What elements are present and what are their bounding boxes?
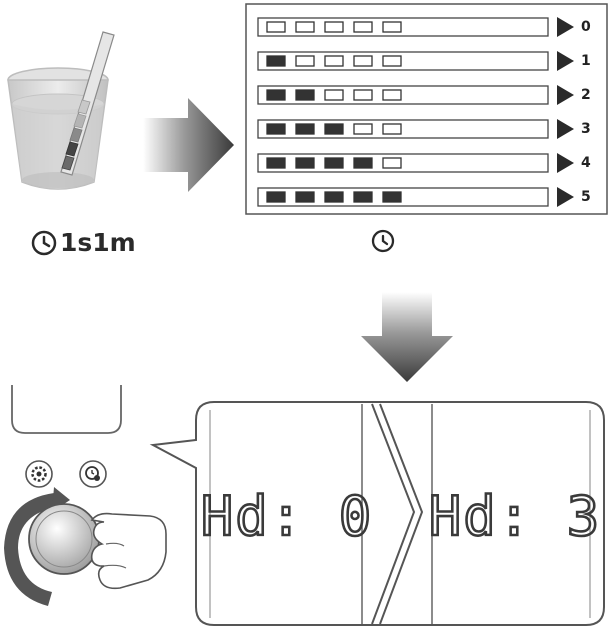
indicator-square-empty [382, 123, 402, 135]
chart-row-3 [257, 119, 574, 139]
indicator-square-empty [324, 55, 344, 67]
indicator-square-empty [353, 123, 373, 135]
arrow-right-icon [143, 98, 234, 192]
indicator-square-empty [382, 89, 402, 101]
indicator-square-empty [353, 21, 373, 33]
chart-row-2 [257, 85, 574, 105]
indicator-square-empty [324, 89, 344, 101]
indicator-square-filled [295, 89, 315, 101]
level-label: 3 [581, 121, 591, 137]
indicator-square-filled [353, 157, 373, 169]
wait-time-label: 1s1m [60, 228, 136, 257]
timer-icon[interactable] [79, 460, 107, 488]
level-label: 2 [581, 87, 591, 103]
indicator-square-empty [353, 89, 373, 101]
indicator-square-filled [295, 123, 315, 135]
test-strip-icon [60, 31, 115, 176]
level-label: 4 [581, 155, 591, 171]
indicator-square-empty [382, 21, 402, 33]
indicator-square-empty [353, 55, 373, 67]
indicator-square-empty [382, 157, 402, 169]
lcd-before: Hd: 0 [201, 485, 374, 548]
indicator-square-empty [324, 21, 344, 33]
indicator-square-filled [324, 157, 344, 169]
indicator-square-filled [324, 123, 344, 135]
level-pointer-icon [557, 153, 574, 173]
level-pointer-icon [557, 17, 574, 37]
indicator-square-filled [324, 191, 344, 203]
chevron-right-icon [371, 403, 424, 625]
indicator-square-empty [266, 21, 286, 33]
dial-knob[interactable] [28, 503, 100, 575]
indicator-square-filled [266, 55, 286, 67]
indicator-square-filled [266, 89, 286, 101]
indicator-square-filled [295, 157, 315, 169]
indicator-square-filled [266, 123, 286, 135]
chart-row-5 [257, 187, 574, 207]
level-label: 0 [581, 19, 591, 35]
chart-row-0 [257, 17, 574, 37]
hand-icon [90, 512, 167, 590]
lcd-after: Hd: 3 [429, 485, 602, 548]
indicator-square-empty [295, 55, 315, 67]
hardness-chart [245, 3, 608, 215]
level-pointer-icon [557, 51, 574, 71]
indicator-square-filled [266, 191, 286, 203]
level-label: 5 [581, 189, 591, 205]
gear-icon[interactable] [25, 460, 53, 488]
indicator-square-filled [295, 191, 315, 203]
arrow-down-icon [361, 292, 453, 382]
test-glass-icon [7, 31, 115, 190]
clock-icon [31, 230, 57, 256]
level-pointer-icon [557, 85, 574, 105]
level-label: 1 [581, 53, 591, 69]
indicator-square-filled [382, 191, 402, 203]
indicator-square-filled [353, 191, 373, 203]
indicator-square-filled [266, 157, 286, 169]
appliance-panel [11, 385, 122, 434]
indicator-square-empty [382, 55, 402, 67]
level-pointer-icon [557, 119, 574, 139]
level-pointer-icon [557, 187, 574, 207]
chart-row-4 [257, 153, 574, 173]
clock-icon [371, 229, 395, 253]
indicator-square-empty [295, 21, 315, 33]
display-callout [149, 401, 605, 626]
chart-row-1 [257, 51, 574, 71]
